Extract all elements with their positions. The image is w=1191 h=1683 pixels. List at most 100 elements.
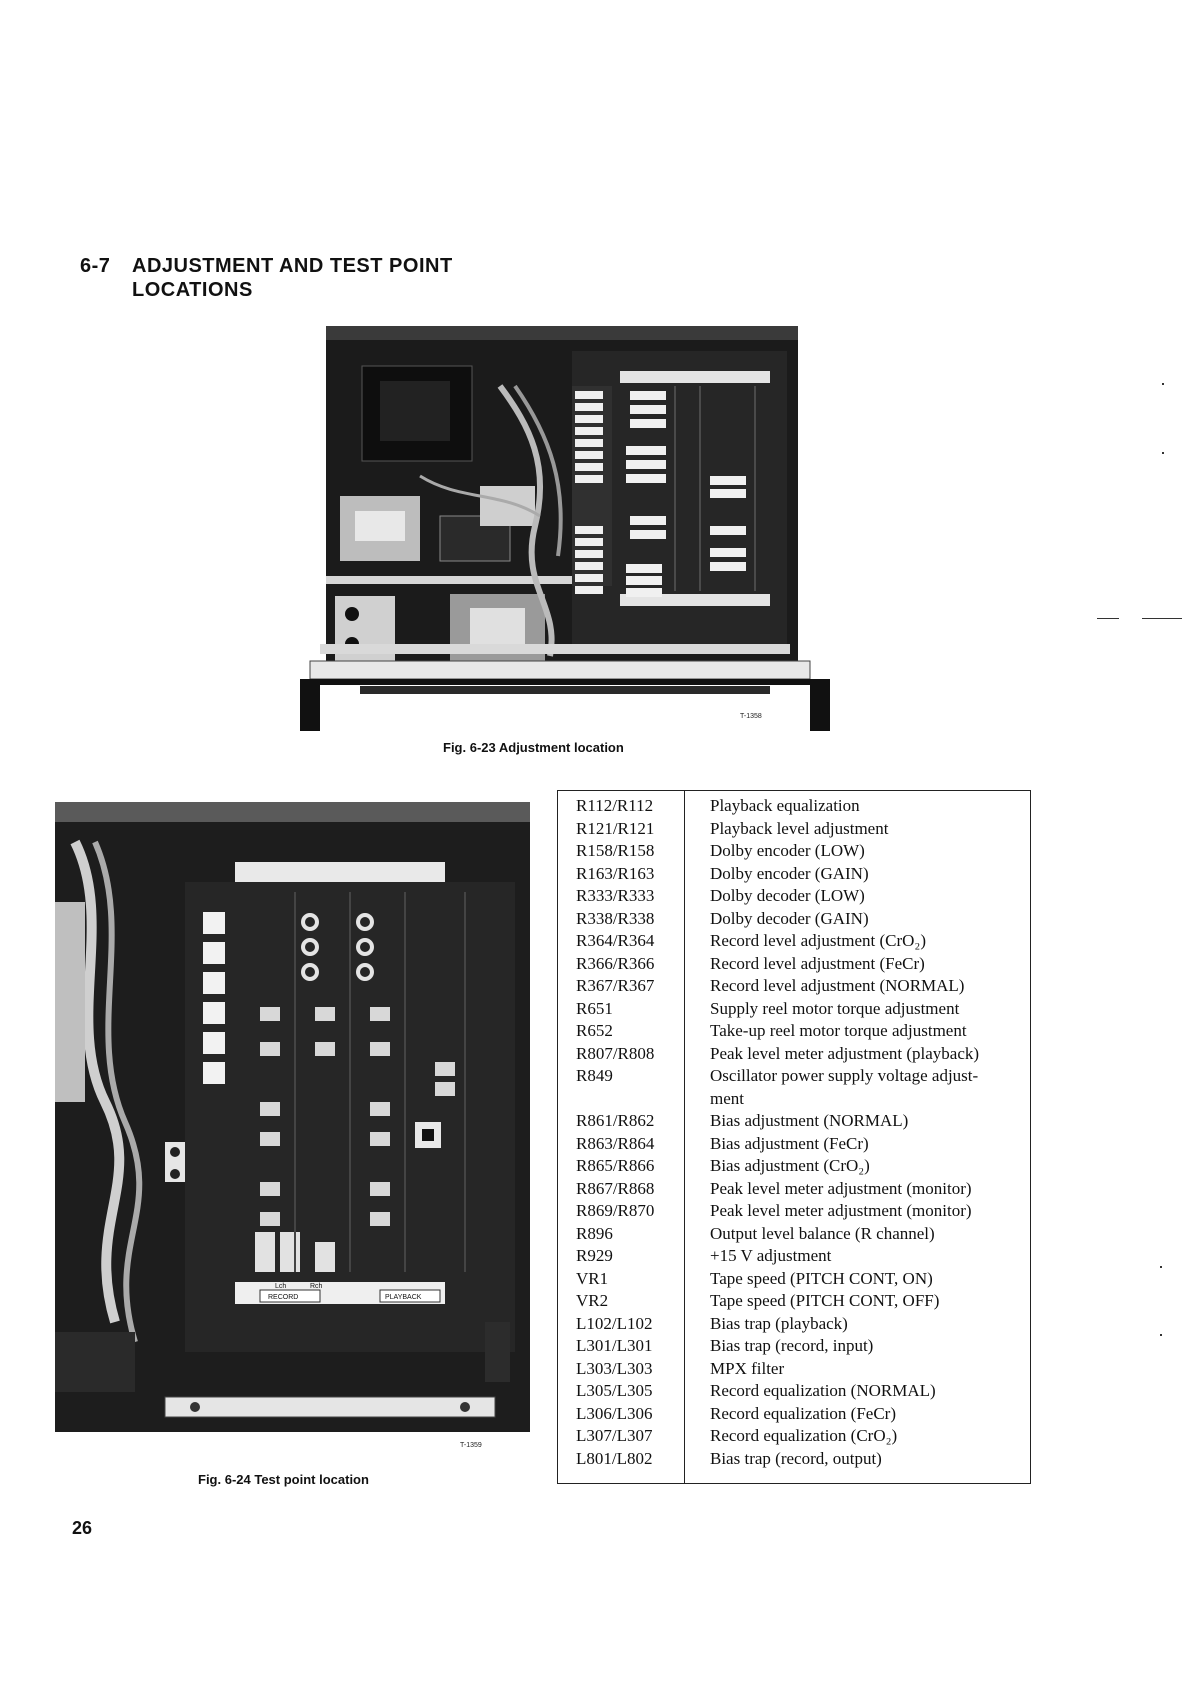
table-row: L102/L102 Bias trap (playback): [558, 1313, 1032, 1336]
part-description: Playback equalization: [710, 796, 860, 815]
part-code: L801/L802: [576, 1448, 653, 1468]
part-description: Record equalization (NORMAL): [710, 1381, 936, 1400]
part-description: Dolby decoder (LOW): [710, 886, 865, 905]
part-description: Dolby decoder (GAIN): [710, 908, 869, 928]
table-row: L301/L301 Bias trap (record, input): [558, 1335, 1032, 1358]
part-description: Record equalization (FeCr): [710, 1403, 896, 1423]
part-code: R333/R333: [576, 886, 655, 905]
figure-6-23-caption: Fig. 6-23 Adjustment location: [443, 740, 624, 755]
table-row: R364/R364 Record level adjustment (CrO₂): [558, 930, 1032, 953]
table-row: ment: [558, 1088, 1032, 1111]
rch-label: Rch: [310, 1283, 323, 1290]
part-code: R929: [576, 1246, 613, 1265]
part-description: Record level adjustment (CrO₂): [710, 931, 927, 950]
part-code: R896: [576, 1223, 613, 1243]
part-code: R338/R338: [576, 908, 655, 928]
part-description: Record equalization (CrO₂): [710, 1426, 898, 1445]
part-description: +15 V adjustment: [710, 1246, 832, 1265]
table-row: VR2 Tape speed (PITCH CONT, OFF): [558, 1290, 1032, 1313]
part-description: Output level balance (R channel): [710, 1223, 935, 1243]
table-row: R333/R333 Dolby decoder (LOW): [558, 885, 1032, 908]
figure-6-24-caption: Fig. 6-24 Test point location: [198, 1472, 369, 1487]
page-number: 26: [72, 1518, 93, 1538]
part-code: R652: [576, 1021, 613, 1040]
adjustment-location-photo: T-1358: [300, 326, 830, 736]
part-description: Record level adjustment (FeCr): [710, 953, 925, 973]
part-code: R367/R367: [576, 976, 655, 995]
table-row: R163/R163 Dolby encoder (GAIN): [558, 863, 1032, 886]
playback-label: PLAYBACK: [385, 1294, 422, 1301]
section-number: 6-7: [80, 255, 111, 277]
part-code: L303/L303: [576, 1358, 653, 1378]
part-code: R865/R866: [576, 1156, 655, 1175]
part-description: MPX filter: [710, 1358, 785, 1378]
part-description: Bias adjustment (CrO₂): [710, 1156, 870, 1175]
scan-mark: [1160, 1266, 1162, 1268]
table-row: R651 Supply reel motor torque adjustment: [558, 998, 1032, 1021]
part-code: L305/L305: [576, 1381, 653, 1400]
scan-mark: [1160, 1334, 1162, 1336]
part-description: Dolby encoder (GAIN): [710, 863, 869, 883]
part-description: Bias trap (playback): [710, 1313, 848, 1333]
part-code: [558, 1088, 684, 1111]
part-description: Tape speed (PITCH CONT, ON): [710, 1268, 933, 1288]
table-row: R652 Take-up reel motor torque adjustment: [558, 1020, 1032, 1043]
part-code: R364/R364: [576, 931, 655, 950]
part-code: L301/L301: [576, 1336, 653, 1355]
part-description: Supply reel motor torque adjustment: [710, 998, 960, 1018]
part-description: Take-up reel motor torque adjustment: [710, 1021, 967, 1040]
table-row: R867/R868 Peak level meter adjustment (mo…: [558, 1178, 1032, 1201]
part-code: R158/R158: [576, 841, 655, 860]
part-description: Bias trap (record, output): [710, 1448, 882, 1468]
table-row: R865/R866 Bias adjustment (CrO₂): [558, 1155, 1032, 1178]
photo1-tag: T-1358: [740, 713, 762, 720]
table-divider: [684, 791, 685, 1483]
table-row: R849 Oscillator power supply voltage adju…: [558, 1065, 1032, 1088]
part-description: Peak level meter adjustment (monitor): [710, 1201, 972, 1220]
part-description: Tape speed (PITCH CONT, OFF): [710, 1291, 940, 1310]
part-code: R112/R112: [576, 796, 654, 815]
part-code: L307/L307: [576, 1426, 653, 1445]
section-title-line1: ADJUSTMENT AND TEST POINT: [132, 255, 453, 277]
part-description: Playback level adjustment: [710, 818, 889, 838]
table-row: R121/R121 Playback level adjustment: [558, 818, 1032, 841]
table-row: L307/L307 Record equalization (CrO₂): [558, 1425, 1032, 1448]
part-code: VR2: [576, 1291, 609, 1310]
part-description: ment: [710, 1088, 744, 1108]
part-description: Peak level meter adjustment (monitor): [710, 1178, 972, 1198]
part-code: R849: [576, 1066, 613, 1085]
table-row: R896 Output level balance (R channel): [558, 1223, 1032, 1246]
part-code: R366/R366: [576, 953, 655, 973]
test-point-location-photo: Lch Rch RECORD PLAYBACK T-1359: [55, 802, 530, 1452]
record-label: RECORD: [268, 1294, 298, 1301]
scan-mark: [1142, 618, 1182, 619]
scan-mark: [1162, 383, 1164, 385]
part-code: L306/L306: [576, 1403, 653, 1423]
table-row: R861/R862 Bias adjustment (NORMAL): [558, 1110, 1032, 1133]
part-code: R861/R862: [576, 1111, 655, 1130]
part-code: R121/R121: [576, 818, 655, 838]
part-description: Bias adjustment (FeCr): [710, 1133, 869, 1153]
table-row: R366/R366 Record level adjustment (FeCr): [558, 953, 1032, 976]
part-code: R863/R864: [576, 1133, 655, 1153]
part-description: Bias adjustment (NORMAL): [710, 1111, 909, 1130]
part-description: Oscillator power supply voltage adjust-: [710, 1066, 979, 1085]
table-row: L306/L306 Record equalization (FeCr): [558, 1403, 1032, 1426]
table-row: R863/R864 Bias adjustment (FeCr): [558, 1133, 1032, 1156]
part-description: Bias trap (record, input): [710, 1336, 874, 1355]
part-code: L102/L102: [576, 1313, 653, 1333]
scan-mark: [1097, 618, 1119, 619]
table-row: L801/L802 Bias trap (record, output): [558, 1448, 1032, 1471]
part-code: R867/R868: [576, 1178, 655, 1198]
part-code: R807/R808: [576, 1043, 655, 1063]
part-code: R163/R163: [576, 863, 655, 883]
part-code: R651: [576, 998, 613, 1018]
